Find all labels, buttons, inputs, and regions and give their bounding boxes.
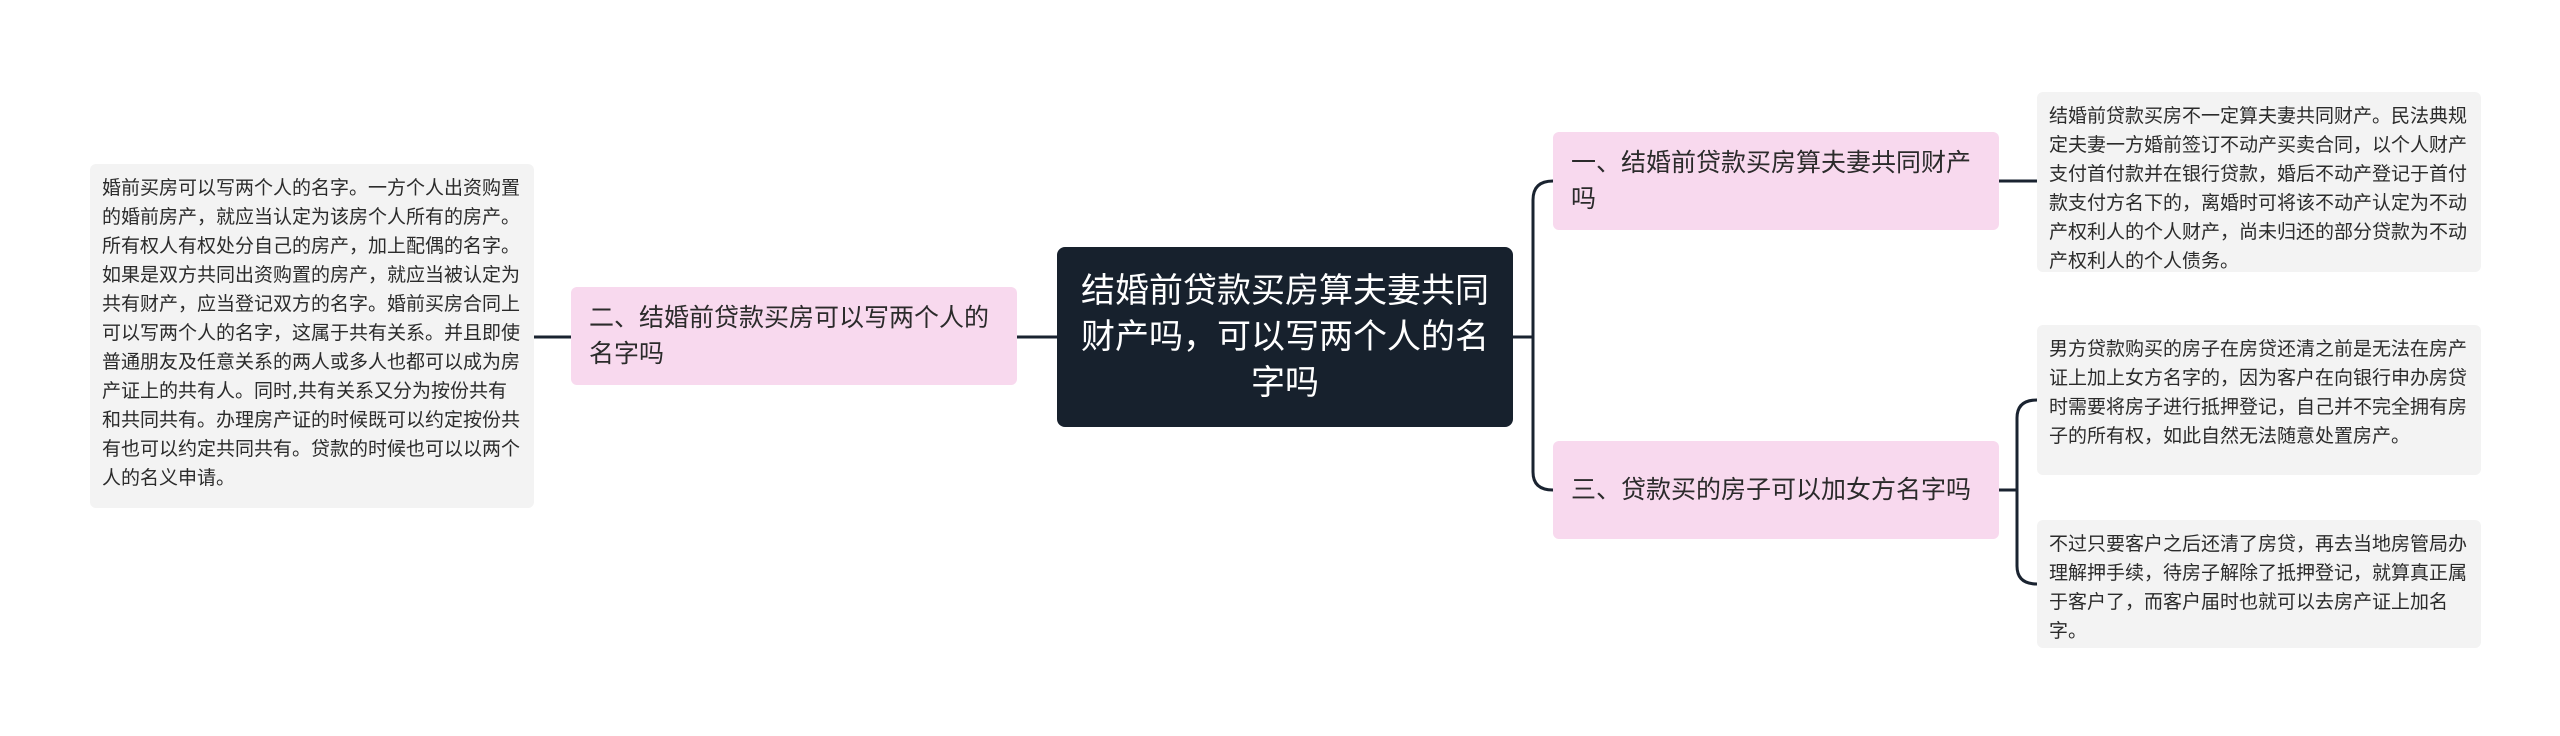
connector-root-to-branch-1 <box>1511 179 1555 339</box>
branch-topic-1-label: 一、结婚前贷款买房算夫妻共同财产吗 <box>1571 148 1972 213</box>
root-topic-text: 结婚前贷款买房算夫妻共同财产吗，可以写两个人的名字吗 <box>1081 271 1489 403</box>
branch-topic-2[interactable]: 二、结婚前贷款买房可以写两个人的名字吗 <box>571 287 1017 385</box>
detail-note-1-text: 结婚前贷款买房不一定算夫妻共同财产。民法典规定夫妻一方婚前签订不动产买卖合同，以… <box>2049 105 2468 272</box>
detail-note-3b[interactable]: 不过只要客户之后还清了房贷，再去当地房管局办理解押手续，待房子解除了抵押登记，就… <box>2037 520 2481 648</box>
branch-topic-3-label: 三、贷款买的房子可以加女方名字吗 <box>1571 475 1972 504</box>
root-topic[interactable]: 结婚前贷款买房算夫妻共同财产吗，可以写两个人的名字吗 <box>1057 247 1513 427</box>
connector-root-to-branch-3 <box>1511 335 1555 492</box>
connector-branch-3-to-detail-2 <box>1997 488 2039 586</box>
branch-topic-3[interactable]: 三、贷款买的房子可以加女方名字吗 <box>1553 441 1999 539</box>
detail-note-2-text: 婚前买房可以写两个人的名字。一方个人出资购置的婚前房产，就应当认定为该房个人所有… <box>102 177 521 489</box>
detail-note-1[interactable]: 结婚前贷款买房不一定算夫妻共同财产。民法典规定夫妻一方婚前签订不动产买卖合同，以… <box>2037 92 2481 272</box>
detail-note-3a[interactable]: 男方贷款购买的房子在房贷还清之前是无法在房产证上加上女方名字的，因为客户在向银行… <box>2037 325 2481 475</box>
detail-note-3b-text: 不过只要客户之后还清了房贷，再去当地房管局办理解押手续，待房子解除了抵押登记，就… <box>2049 533 2468 642</box>
detail-note-2[interactable]: 婚前买房可以写两个人的名字。一方个人出资购置的婚前房产，就应当认定为该房个人所有… <box>90 164 534 508</box>
detail-note-3a-text: 男方贷款购买的房子在房贷还清之前是无法在房产证上加上女方名字的，因为客户在向银行… <box>2049 338 2468 447</box>
connector-branch-3-to-detail-1 <box>1997 398 2039 492</box>
branch-topic-1[interactable]: 一、结婚前贷款买房算夫妻共同财产吗 <box>1553 132 1999 230</box>
branch-topic-2-label: 二、结婚前贷款买房可以写两个人的名字吗 <box>589 303 990 368</box>
